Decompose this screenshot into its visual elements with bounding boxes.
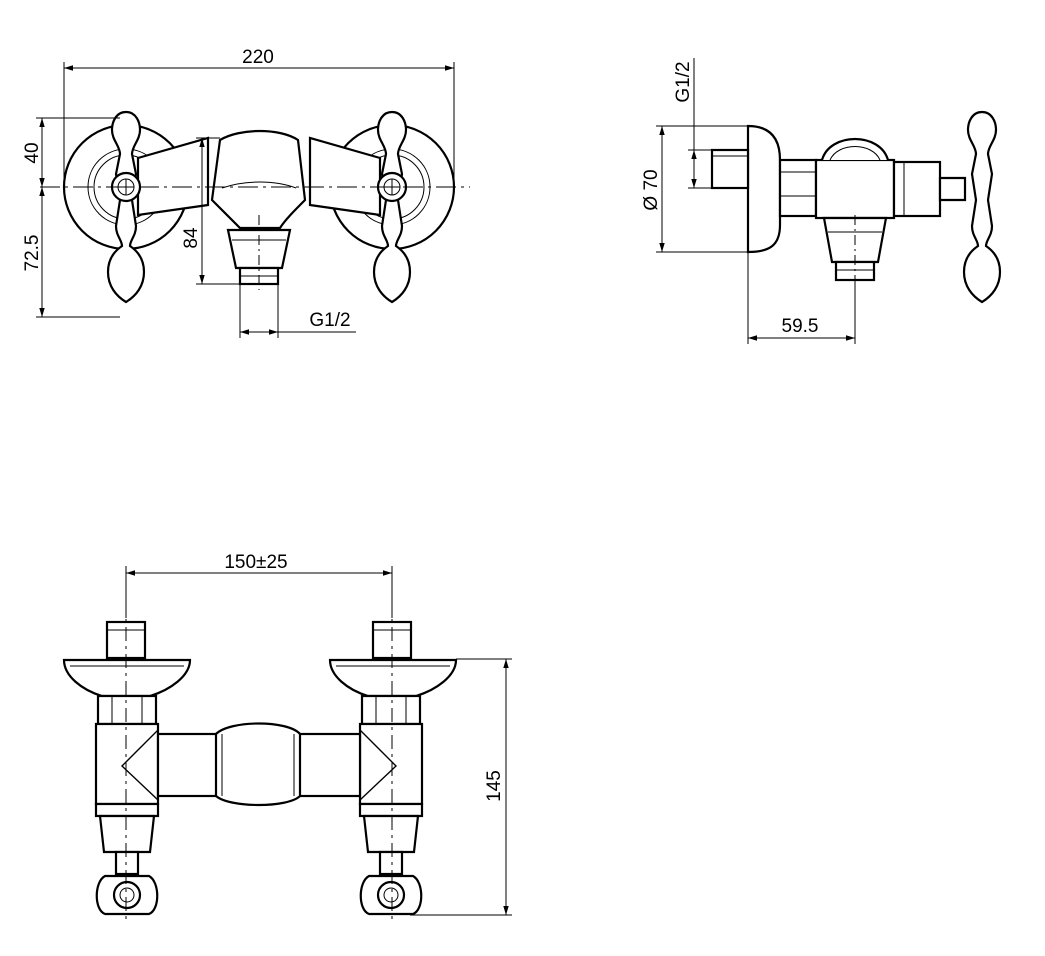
side-lever-handle xyxy=(962,110,1002,304)
dimension-outlet-thread: G1/2 xyxy=(239,284,356,338)
right-lever-handle xyxy=(372,110,412,304)
left-inlet-assembly xyxy=(62,620,192,916)
dim-84-label: 84 xyxy=(181,227,202,249)
dimension-72-5: 72.5 xyxy=(22,187,120,318)
front-view: 220 40 72.5 84 G1/2 xyxy=(22,47,470,338)
dim-72-5-label: 72.5 xyxy=(22,235,43,272)
right-inlet-assembly xyxy=(328,620,458,916)
dim-145-label: 145 xyxy=(484,770,505,802)
dimension-diameter-70: Ø 70 xyxy=(641,125,748,253)
bottom-connecting-body xyxy=(156,722,362,807)
dimension-inlet-thread: G1/2 xyxy=(673,58,712,189)
side-view: G1/2 Ø 70 59.5 xyxy=(641,58,1002,344)
dimension-220: 220 xyxy=(63,47,455,180)
dim-diameter-70-label: Ø 70 xyxy=(641,169,662,210)
dim-150-label: 150±25 xyxy=(224,552,287,573)
dimension-40: 40 xyxy=(22,117,120,187)
hex-nut xyxy=(778,158,818,218)
wall-flange xyxy=(746,124,782,254)
dimension-59-5: 59.5 xyxy=(747,252,856,344)
dim-220-label: 220 xyxy=(242,47,274,68)
dimension-145: 145 xyxy=(410,658,512,916)
valve-cap xyxy=(892,160,942,218)
dim-59-5-label: 59.5 xyxy=(782,316,819,337)
dim-outlet-thread-label: G1/2 xyxy=(309,310,350,331)
dim-40-label: 40 xyxy=(22,142,43,163)
dim-inlet-thread-label: G1/2 xyxy=(673,61,694,102)
side-body xyxy=(814,158,896,220)
dimension-84: 84 xyxy=(181,137,240,285)
mixer-body xyxy=(136,129,382,290)
dimension-150: 150±25 xyxy=(125,552,393,618)
bottom-view: 150±25 145 xyxy=(62,552,512,920)
